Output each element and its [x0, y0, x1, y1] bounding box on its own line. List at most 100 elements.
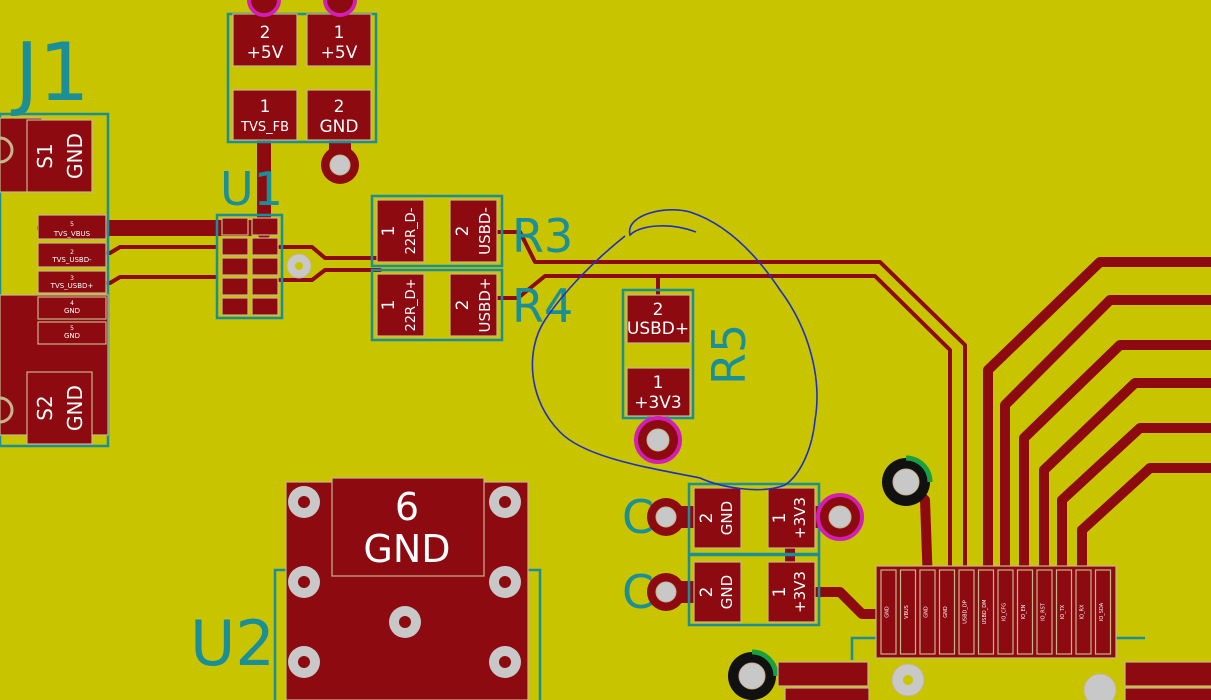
- fpc-pin-label: IO_SDA: [1099, 602, 1105, 621]
- pad-r3-2-net: USBD-: [476, 207, 494, 255]
- fpc-pin-label: IO_RST: [1041, 602, 1047, 621]
- pad-5v-a-num: 2: [260, 23, 271, 43]
- fpc-pin[interactable]: [1036, 569, 1053, 655]
- pad-j1-4: [37, 296, 107, 320]
- pad-j1-1-net: TVS_VBUS: [53, 230, 91, 238]
- pad-c2-2-net: GND: [718, 575, 736, 609]
- pad-tvs-fb-num: 1: [260, 97, 271, 117]
- fpc-pin-label: IO_RX: [1080, 604, 1086, 619]
- pad-s2-net: GND: [63, 385, 87, 431]
- pad-r4-1-net: 22R_D+: [404, 279, 419, 332]
- pad-j1-1: [37, 214, 107, 240]
- pad-r4-2-num: 2: [453, 300, 473, 311]
- pad-s1-num: S1: [33, 143, 57, 168]
- pad-r3-1-num: 1: [379, 226, 399, 237]
- ref-r5: R5: [702, 324, 756, 385]
- pad-bottom-c: [1124, 661, 1211, 687]
- pad-5v-a: [232, 13, 298, 67]
- pad-c2-1-net: +3V3: [791, 571, 809, 613]
- pad-j1-5: [37, 321, 107, 345]
- pad-5v-b-num: 1: [334, 23, 345, 43]
- pad-5v-b: [306, 13, 372, 67]
- pad-bottom-b: [784, 687, 870, 700]
- fpc-pin[interactable]: [1075, 569, 1092, 655]
- fp-c-bot[interactable]: 2 GND 1 +3V3: [647, 561, 816, 623]
- pad-c1-2-num: 2: [697, 513, 717, 524]
- pad-tvs-fb-net: TVS_FB: [240, 120, 289, 135]
- fpc-pin-label: USBD_DM: [982, 600, 988, 625]
- pad-bottom-d: [1124, 687, 1211, 700]
- fpc-pin[interactable]: [919, 569, 936, 655]
- ref-u1: U1: [220, 162, 283, 216]
- pad-r5-1-net: +3V3: [634, 393, 682, 413]
- pad-j1-4-net: GND: [64, 307, 80, 315]
- pad-5v-a-net: +5V: [247, 43, 284, 63]
- pad-u2-6-num: 6: [395, 485, 419, 529]
- pad-r4-1-num: 1: [379, 300, 399, 311]
- pad-tvs-fb: [232, 89, 298, 141]
- annotation-scribble: [531, 208, 818, 491]
- fp-r5[interactable]: 2 USBD+ 1 +3V3: [626, 294, 691, 417]
- fpc-pin-label: VBUS: [904, 605, 910, 619]
- pad-gnd-top-num: 2: [334, 97, 345, 117]
- fpc-pin-label: GND: [885, 606, 891, 618]
- fp-tvs-block[interactable]: 2 +5V 1 +5V 1 TVS_FB 2 GND: [232, 0, 372, 141]
- pad-s1-net: GND: [63, 133, 87, 179]
- fp-r4[interactable]: 1 22R_D+ 2 USBD+: [376, 273, 498, 337]
- ref-r3: R3: [512, 209, 573, 263]
- fpc-pin[interactable]: [1016, 569, 1034, 655]
- pad-j1-3-num: 3: [70, 275, 74, 282]
- fp-j1[interactable]: S1 GND S2 GND 5 TVS_VBUS 2 TVS_USBD- 3 T…: [0, 117, 109, 445]
- pad-gnd-top: [306, 89, 372, 141]
- pad-j1-2: [37, 242, 107, 268]
- fpc-pin[interactable]: [899, 569, 917, 655]
- pad-u2-6: [331, 477, 485, 577]
- pad-r5-2-num: 2: [653, 300, 664, 320]
- pad-j1-4-num: 4: [70, 300, 74, 307]
- pad-c2-2-num: 2: [697, 587, 717, 598]
- pad-gnd-top-net: GND: [320, 117, 359, 137]
- pad-c1-1-num: 1: [770, 513, 790, 524]
- pad-s1: [26, 119, 93, 193]
- pad-u2-6-net: GND: [363, 527, 450, 571]
- fpc-pin-label: IO_TX: [1060, 604, 1066, 619]
- fpc-pin-label: IO_CFG: [1002, 603, 1008, 621]
- pad-c2-1-num: 1: [770, 587, 790, 598]
- fpc-pin[interactable]: [1094, 569, 1112, 655]
- pad-j1-5-num: 5: [70, 325, 74, 332]
- pad-r3-1-net: 22R_D-: [404, 207, 419, 254]
- pad-r5-1-num: 1: [653, 373, 664, 393]
- fpc-pin[interactable]: [938, 569, 956, 655]
- ref-u2: U2: [190, 607, 275, 680]
- via-gnd-top-hole: [329, 154, 351, 176]
- fp-u2[interactable]: 6 GND: [285, 477, 529, 700]
- pad-j1-3-net: TVS_USBD+: [50, 282, 94, 290]
- pad-5v-b-net: +5V: [321, 43, 358, 63]
- fpc-pin-label: GND: [924, 606, 930, 618]
- pad-bottom-a: [777, 661, 869, 687]
- pad-r3-2-num: 2: [453, 226, 473, 237]
- fp-u1[interactable]: [215, 213, 284, 320]
- pad-j1-2-num: 2: [70, 249, 74, 256]
- fpc-pin-label: IO_EN: [1021, 604, 1027, 619]
- fpc-pin[interactable]: [1055, 569, 1073, 655]
- pad-r4-2-net: USBD+: [476, 278, 494, 333]
- pad-j1-2-net: TVS_USBD-: [51, 256, 92, 264]
- fpc-pin[interactable]: [880, 569, 897, 655]
- pad-c1-2-net: GND: [718, 501, 736, 535]
- pad-s2: [26, 371, 93, 445]
- pad-s2-num: S2: [33, 395, 57, 420]
- fpc-pin[interactable]: [958, 569, 975, 655]
- fp-r3[interactable]: 1 22R_D- 2 USBD-: [376, 199, 498, 263]
- pad-c1-1-net: +3V3: [791, 497, 809, 539]
- fpc-pin[interactable]: [997, 569, 1014, 655]
- pad-j1-5-net: GND: [64, 332, 80, 340]
- pad-j1-3: [37, 270, 107, 294]
- fpc-pin-label: GND: [943, 606, 949, 618]
- fpc-pin[interactable]: [977, 569, 995, 655]
- pad-r5-2-net: USBD+: [627, 319, 689, 339]
- pad-j1-1-num: 5: [70, 221, 74, 228]
- fp-c-top[interactable]: 2 GND 1 +3V3: [647, 487, 864, 549]
